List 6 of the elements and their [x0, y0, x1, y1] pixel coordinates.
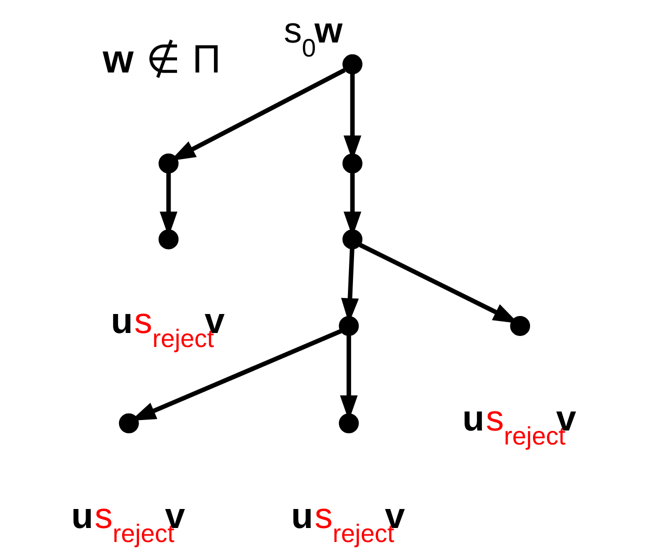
node-label: s$_{0}$w — [283, 10, 342, 63]
node-label: us$_{reject}$v — [70, 494, 185, 548]
node-label: us$_{reject}$v — [110, 300, 224, 354]
label: w ∉ Π — [102, 38, 220, 82]
node-label: us$_{reject}$v — [462, 398, 576, 451]
node-label: us$_{reject}$v — [290, 494, 404, 548]
